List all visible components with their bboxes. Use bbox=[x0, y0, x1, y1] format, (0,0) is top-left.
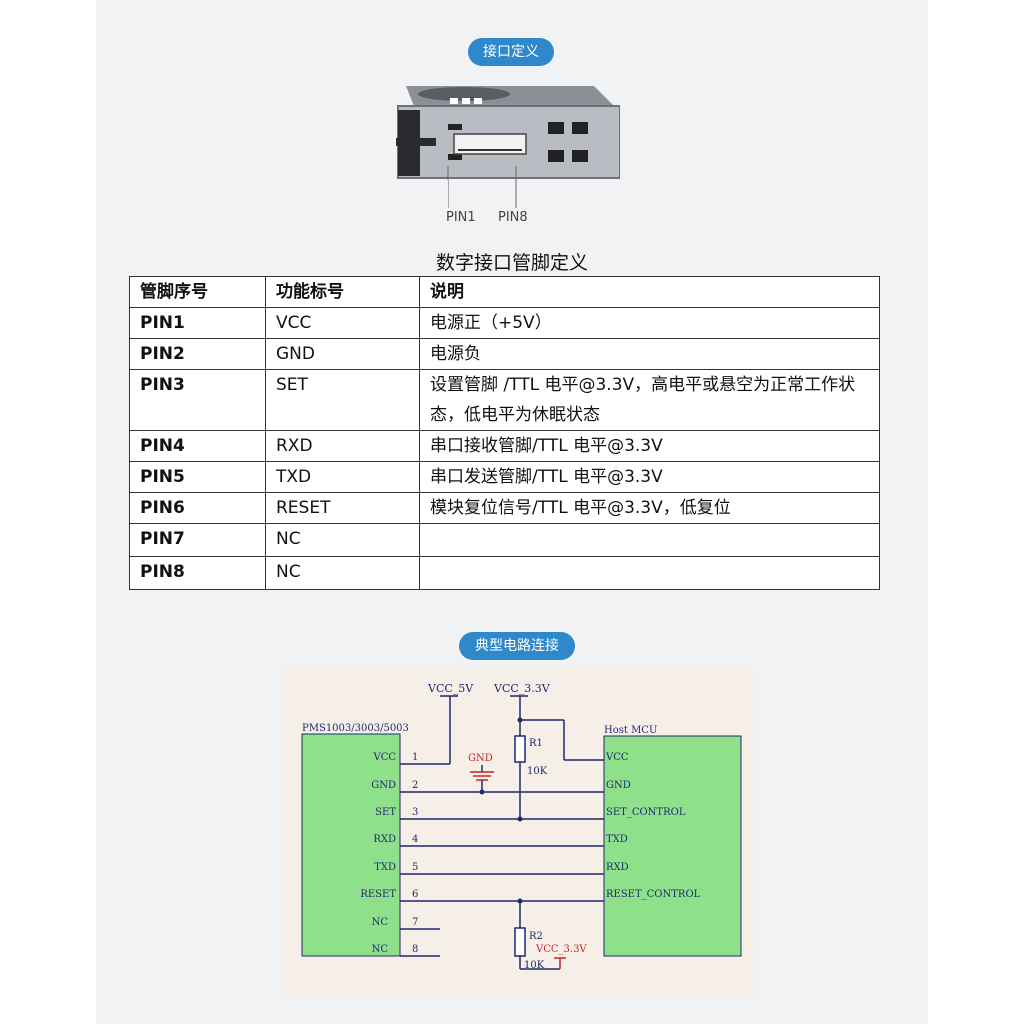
cell-function: SET bbox=[265, 369, 420, 431]
pin-number: 2 bbox=[412, 780, 418, 791]
cell-description: 设置管脚 /TTL 电平@3.3V，高电平或悬空为正常工作状态，低电平为休眠状态 bbox=[419, 369, 880, 431]
table-row: PIN1 VCC 电源正（+5V） bbox=[129, 307, 880, 339]
table-row: PIN8 NC bbox=[129, 556, 880, 590]
mcu-block-label: Host MCU bbox=[604, 725, 657, 736]
vcc5-label: VCC_5V bbox=[427, 682, 474, 695]
cell-description: 电源负 bbox=[419, 338, 880, 370]
left-pin-label: RESET bbox=[360, 889, 396, 900]
left-pin-label: VCC bbox=[372, 752, 396, 763]
left-pin-label: GND bbox=[371, 780, 396, 791]
cell-pin: PIN7 bbox=[129, 523, 266, 557]
right-pin-label: RESET_CONTROL bbox=[606, 889, 701, 900]
pin-definition-table: 管脚序号 功能标号 说明 PIN1 VCC 电源正（+5V） PIN2 GND … bbox=[129, 276, 880, 590]
cell-pin: PIN3 bbox=[129, 369, 266, 431]
cell-function: RESET bbox=[265, 492, 420, 524]
cell-function: TXD bbox=[265, 461, 420, 493]
table-header-row: 管脚序号 功能标号 说明 bbox=[129, 276, 880, 308]
right-pin-label: VCC bbox=[605, 752, 629, 763]
table-row: PIN4 RXD 串口接收管脚/TTL 电平@3.3V bbox=[129, 430, 880, 462]
cell-pin: PIN2 bbox=[129, 338, 266, 370]
right-pin-label: RXD bbox=[606, 862, 629, 873]
cell-description: 串口发送管脚/TTL 电平@3.3V bbox=[419, 461, 880, 493]
vcc33-bottom-label: VCC_3.3V bbox=[535, 944, 587, 955]
cell-description: 电源正（+5V） bbox=[419, 307, 880, 339]
header-function: 功能标号 bbox=[265, 276, 420, 308]
section-badge-interface: 接口定义 bbox=[468, 38, 554, 66]
cell-pin: PIN4 bbox=[129, 430, 266, 462]
pin8-label: PIN8 bbox=[498, 210, 528, 225]
cell-pin: PIN8 bbox=[129, 556, 266, 590]
right-pin-label: TXD bbox=[606, 834, 628, 845]
resistor-r1 bbox=[514, 735, 526, 763]
left-pin-label: SET bbox=[375, 807, 396, 818]
pin-number: 7 bbox=[412, 917, 418, 928]
pin-number: 1 bbox=[412, 752, 418, 763]
pin-number: 6 bbox=[412, 889, 418, 900]
table-title: 数字接口管脚定义 bbox=[435, 252, 588, 274]
table-row: PIN6 RESET 模块复位信号/TTL 电平@3.3V，低复位 bbox=[129, 492, 880, 524]
cell-pin: PIN5 bbox=[129, 461, 266, 493]
r1-label: R1 bbox=[529, 738, 543, 749]
vcc33-top-label: VCC_3.3V bbox=[493, 682, 551, 695]
cell-pin: PIN6 bbox=[129, 492, 266, 524]
cell-pin: PIN1 bbox=[129, 307, 266, 339]
r2-value: 10K bbox=[524, 960, 545, 971]
header-pin: 管脚序号 bbox=[129, 276, 266, 308]
circuit-diagram: PMS1003/3003/5003 Host MCU VCC_5V VCC_3.… bbox=[282, 668, 754, 998]
cell-function: VCC bbox=[265, 307, 420, 339]
table-row: PIN7 NC bbox=[129, 523, 880, 557]
pin1-label: PIN1 bbox=[446, 210, 476, 225]
left-pin-label: NC bbox=[372, 944, 389, 955]
left-pin-label: TXD bbox=[374, 862, 396, 873]
left-pin-label: NC bbox=[372, 917, 389, 928]
cell-description: 模块复位信号/TTL 电平@3.3V，低复位 bbox=[419, 492, 880, 524]
gnd-label: GND bbox=[468, 753, 493, 764]
resistor-r2 bbox=[514, 927, 526, 957]
cell-function: NC bbox=[265, 556, 420, 590]
sensor-module-image bbox=[394, 80, 621, 208]
pin-number: 8 bbox=[412, 944, 418, 955]
cell-description bbox=[419, 556, 880, 590]
cell-description: 串口接收管脚/TTL 电平@3.3V bbox=[419, 430, 880, 462]
pin-number: 3 bbox=[412, 807, 418, 818]
pin-leader-lines bbox=[448, 180, 517, 208]
mcu-block bbox=[603, 735, 742, 957]
table-row: PIN2 GND 电源负 bbox=[129, 338, 880, 370]
pin-number: 4 bbox=[412, 834, 418, 845]
r2-label: R2 bbox=[529, 931, 543, 942]
cell-function: NC bbox=[265, 523, 420, 557]
right-pin-label: GND bbox=[606, 780, 631, 791]
sensor-block bbox=[301, 733, 401, 957]
table-row: PIN5 TXD 串口发送管脚/TTL 电平@3.3V bbox=[129, 461, 880, 493]
right-pin-label: SET_CONTROL bbox=[606, 807, 686, 818]
sensor-block-label: PMS1003/3003/5003 bbox=[302, 723, 409, 734]
table-row: PIN3 SET 设置管脚 /TTL 电平@3.3V，高电平或悬空为正常工作状态… bbox=[129, 369, 880, 431]
cell-function: RXD bbox=[265, 430, 420, 462]
header-description: 说明 bbox=[419, 276, 880, 308]
cell-function: GND bbox=[265, 338, 420, 370]
r1-value: 10K bbox=[527, 766, 548, 777]
pin-number: 5 bbox=[412, 862, 418, 873]
cell-description bbox=[419, 523, 880, 557]
left-pin-label: RXD bbox=[373, 834, 396, 845]
section-badge-circuit: 典型电路连接 bbox=[459, 632, 575, 660]
